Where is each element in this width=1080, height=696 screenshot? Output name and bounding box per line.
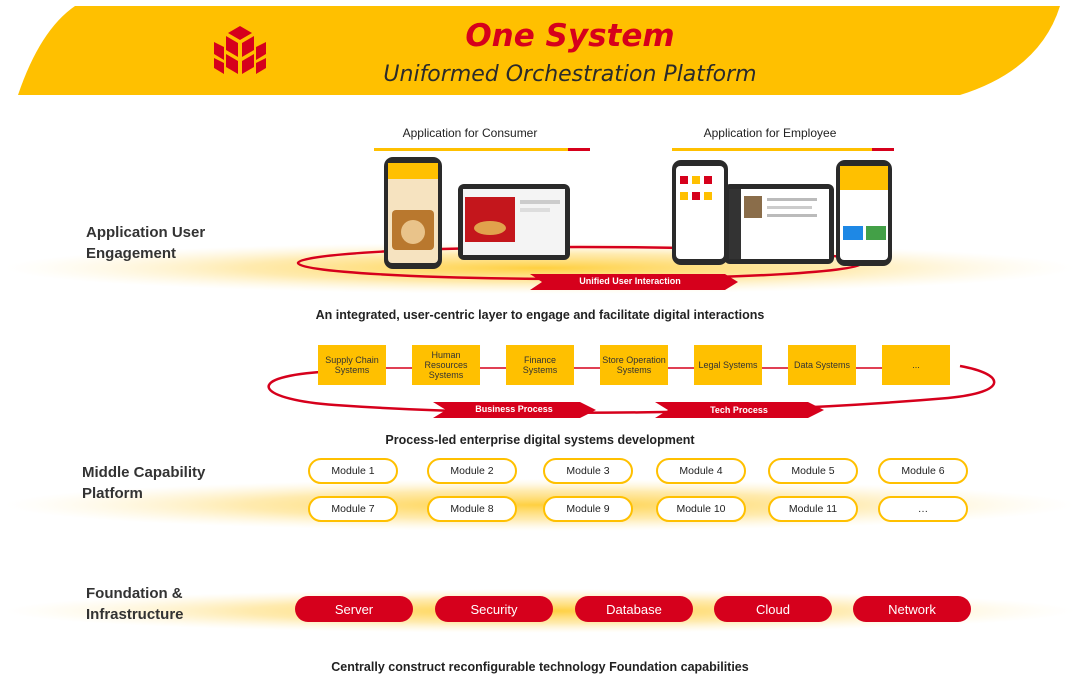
module-11: Module 11 <box>768 496 858 522</box>
module-4: Module 4 <box>656 458 746 484</box>
infra-network: Network <box>853 596 971 622</box>
header-banner <box>18 6 1060 95</box>
infra-security: Security <box>435 596 553 622</box>
module-7: Module 7 <box>308 496 398 522</box>
module-6: Module 6 <box>878 458 968 484</box>
business-process-arrow <box>433 402 596 418</box>
infra-database: Database <box>575 596 693 622</box>
system-human-resources: Human Resources Systems <box>412 345 480 385</box>
module-2: Module 2 <box>427 458 517 484</box>
system-store-operation: Store Operation Systems <box>600 345 668 385</box>
page-title: One System <box>465 18 675 54</box>
module-9: Module 9 <box>543 496 633 522</box>
consumer-phone-mockup <box>384 157 442 269</box>
employee-tablet-mockup <box>724 184 834 264</box>
process-caption: Process-led enterprise digital systems d… <box>385 433 695 447</box>
consumer-header-bar <box>374 148 586 151</box>
system-data: Data Systems <box>788 345 856 385</box>
layer-label-middle: Middle Capability Platform <box>82 464 206 502</box>
interaction-arrow <box>530 274 738 290</box>
layer-label-foundation: Foundation & Infrastructure <box>86 585 184 623</box>
system-legal: Legal Systems <box>694 345 762 385</box>
tech-process-label: Tech Process <box>710 405 768 415</box>
consumer-header-bar-red <box>568 148 590 151</box>
employee-app-heading: Application for Employee <box>703 126 837 140</box>
process-ring <box>267 364 996 415</box>
business-process-label: Business Process <box>475 404 553 414</box>
system-finance: Finance Systems <box>506 345 574 385</box>
employee-header-bar-red <box>872 148 894 151</box>
system-more: ... <box>882 345 950 385</box>
engagement-caption: An integrated, user-centric layer to eng… <box>315 308 765 322</box>
module-more: … <box>878 496 968 522</box>
employee-phone-mockup-right <box>836 160 892 266</box>
infra-cloud: Cloud <box>714 596 832 622</box>
module-3: Module 3 <box>543 458 633 484</box>
employee-phone-mockup-left <box>672 160 728 265</box>
module-8: Module 8 <box>427 496 517 522</box>
tech-process-arrow <box>655 402 824 418</box>
page-subtitle: Uniformed Orchestration Platform <box>383 62 757 87</box>
system-supply-chain: Supply Chain Systems <box>318 345 386 385</box>
module-10: Module 10 <box>656 496 746 522</box>
red-cube-logo-icon <box>214 26 266 74</box>
layer-label-application: Application User Engagement <box>86 224 206 262</box>
module-5: Module 5 <box>768 458 858 484</box>
employee-header-bar <box>672 148 878 151</box>
consumer-tablet-mockup <box>458 184 570 260</box>
infra-server: Server <box>295 596 413 622</box>
consumer-app-heading: Application for Consumer <box>402 126 538 140</box>
module-1: Module 1 <box>308 458 398 484</box>
foundation-caption: Centrally construct reconfigurable techn… <box>331 660 749 674</box>
unified-interaction-label: Unified User Interaction <box>579 276 681 286</box>
